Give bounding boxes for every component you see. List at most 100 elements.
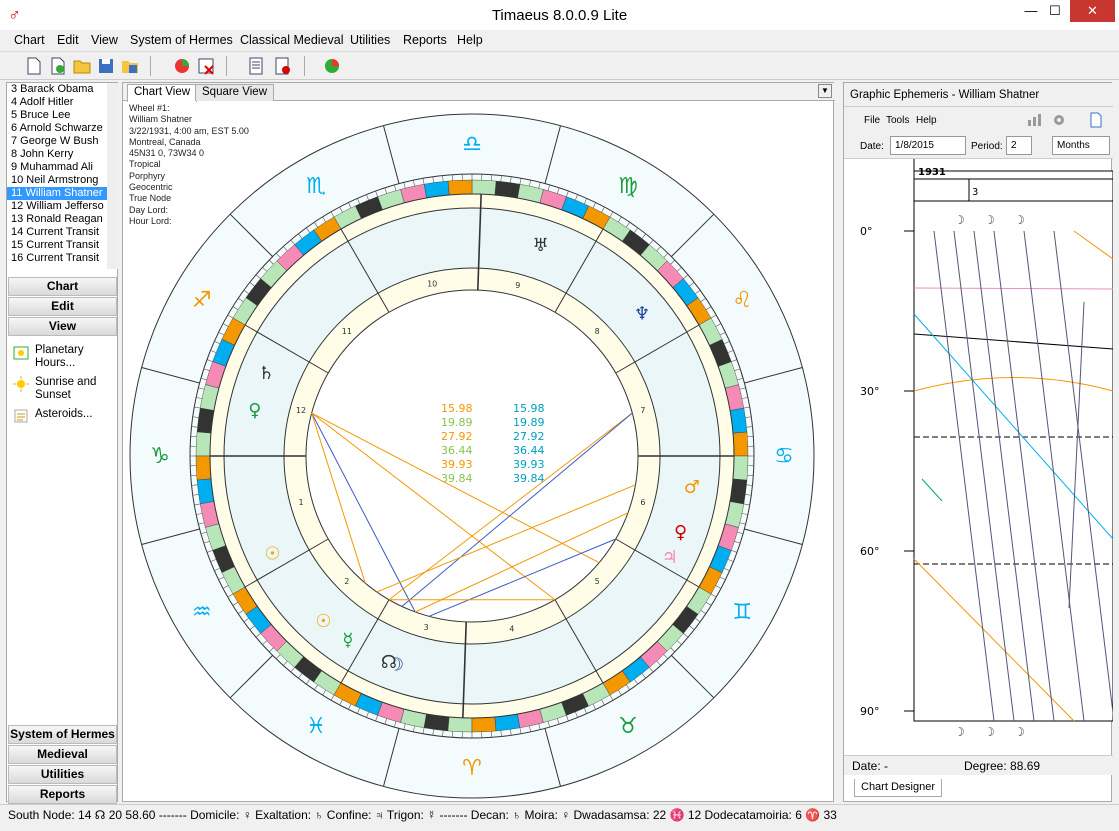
maximize-button[interactable]: ☐ bbox=[1049, 3, 1061, 18]
menu-help[interactable]: Help bbox=[457, 33, 483, 47]
tab-chart-view[interactable]: Chart View bbox=[127, 84, 198, 102]
planet-glyph-icon: ☊ bbox=[381, 652, 397, 673]
new-document-icon[interactable] bbox=[1088, 112, 1104, 128]
period-input[interactable]: 2 bbox=[1006, 136, 1032, 155]
title-bar: ♂ Timaeus 8.0.0.9 Lite — ☐ ✕ bbox=[0, 0, 1119, 30]
degree-tick bbox=[566, 715, 569, 722]
wheel-info-line: Wheel #1: bbox=[129, 103, 170, 113]
asteroids-label: Asteroids... bbox=[35, 408, 93, 420]
degree-tick bbox=[705, 602, 712, 606]
ephemeris-month: 3 bbox=[972, 187, 978, 198]
wheel-info-line: Day Lord: bbox=[129, 204, 169, 215]
degree-tick bbox=[249, 625, 255, 630]
bar-chart-icon[interactable] bbox=[1026, 112, 1044, 128]
period-unit-select[interactable]: Months bbox=[1052, 136, 1110, 155]
wheel-info-line: 45N31 0, 73W34 0 bbox=[129, 148, 205, 159]
chart-list-item[interactable]: 5 Bruce Lee bbox=[11, 109, 71, 121]
degree-tick bbox=[583, 198, 587, 204]
ephemeris-menu-tools[interactable]: Tools bbox=[886, 115, 910, 126]
chart-list-item[interactable]: 6 Arnold Schwarze bbox=[11, 122, 103, 134]
sign-divider bbox=[383, 728, 400, 787]
chart-list-item[interactable]: 4 Adolf Hitler bbox=[11, 96, 74, 108]
remove-list-icon[interactable] bbox=[272, 56, 292, 76]
menu-system-of-hermes[interactable]: System of Hermes bbox=[130, 33, 233, 47]
degree-tick bbox=[330, 694, 335, 701]
chart-list-item[interactable]: 10 Neil Armstrong bbox=[11, 174, 99, 186]
degree-tick bbox=[557, 187, 560, 194]
settings-gear-icon[interactable] bbox=[1050, 112, 1068, 128]
minimize-button[interactable]: — bbox=[1024, 3, 1038, 18]
transit-wheel-icon[interactable] bbox=[322, 56, 342, 76]
section-medieval[interactable]: Medieval bbox=[8, 745, 117, 764]
degree-tick bbox=[200, 377, 207, 381]
folder-icon[interactable] bbox=[72, 56, 92, 76]
degree-tick bbox=[357, 708, 361, 714]
chart-list-item[interactable]: 3 Barack Obama bbox=[11, 83, 94, 95]
menu-classical-medieval[interactable]: Classical Medieval bbox=[240, 33, 344, 47]
menu-utilities[interactable]: Utilities bbox=[350, 33, 391, 47]
degree-tick bbox=[196, 513, 203, 515]
degree-tick bbox=[700, 298, 706, 302]
degree-tick bbox=[724, 341, 730, 345]
menu-edit[interactable]: Edit bbox=[57, 33, 79, 47]
menu-reports[interactable]: Reports bbox=[403, 33, 447, 47]
section-chart[interactable]: Chart bbox=[8, 277, 117, 296]
chart-list-item[interactable]: 8 John Kerry bbox=[11, 148, 74, 160]
delete-chart-icon[interactable] bbox=[196, 56, 216, 76]
sunrise-sunset-label: Sunrise and Sunset bbox=[35, 376, 97, 401]
chart-list-scrollbar[interactable] bbox=[107, 83, 118, 269]
chart-list-item[interactable]: 13 Ronald Reagan bbox=[11, 213, 103, 225]
new-file-icon[interactable] bbox=[24, 56, 44, 76]
date-input[interactable]: 1/8/2015 bbox=[890, 136, 966, 155]
degree-tick bbox=[743, 406, 750, 409]
degree-tick bbox=[592, 703, 596, 710]
degree-tick bbox=[384, 718, 387, 725]
house-cusp bbox=[615, 538, 700, 588]
degree-tick bbox=[283, 246, 288, 252]
ephemeris-menu-help[interactable]: Help bbox=[916, 115, 937, 126]
house-cusp bbox=[615, 324, 700, 374]
menu-chart[interactable]: Chart bbox=[14, 33, 45, 47]
section-reports[interactable]: Reports bbox=[8, 785, 117, 804]
chart-wheel-icon[interactable] bbox=[172, 56, 192, 76]
degree-tick bbox=[633, 227, 638, 233]
chart-list-item[interactable]: 12 William Jefferso bbox=[11, 200, 104, 212]
tab-square-view[interactable]: Square View bbox=[195, 84, 274, 101]
save-as-icon[interactable] bbox=[120, 56, 140, 76]
degree-tick bbox=[322, 689, 326, 696]
section-view[interactable]: View bbox=[8, 317, 117, 336]
chart-list-item[interactable]: 7 George W Bush bbox=[11, 135, 99, 147]
degree-tick bbox=[200, 531, 207, 535]
house-cusp bbox=[462, 621, 468, 718]
chart-list-item[interactable]: 14 Current Transit bbox=[11, 226, 100, 238]
degree-tick bbox=[306, 227, 311, 233]
tab-chart-designer[interactable]: Chart Designer bbox=[854, 779, 942, 797]
save-icon[interactable] bbox=[96, 56, 116, 76]
section-system-of-hermes[interactable]: System of Hermes bbox=[8, 725, 117, 744]
menu-view[interactable]: View bbox=[91, 33, 118, 47]
aspect-value: 39.84 bbox=[441, 472, 473, 485]
zodiac-sign-icon: ♍ bbox=[618, 174, 638, 199]
aspect-line bbox=[311, 412, 366, 584]
chart-list-item[interactable]: 15 Current Transit bbox=[11, 239, 100, 251]
ephemeris-menu-file[interactable]: File bbox=[864, 115, 881, 126]
planet-glyph-icon: ☽ bbox=[388, 655, 404, 676]
chart-list-item[interactable]: 9 Muhammad Ali bbox=[11, 161, 93, 173]
open-chart-icon[interactable] bbox=[48, 56, 68, 76]
chart-tabs: Chart View Square View ▼ bbox=[123, 83, 835, 102]
chart-list-item[interactable]: 11 William Shatner bbox=[7, 187, 107, 200]
list-icon[interactable] bbox=[246, 56, 266, 76]
close-button[interactable]: ✕ bbox=[1070, 0, 1115, 22]
degree-tick bbox=[348, 703, 352, 710]
moon-icon: ☽ bbox=[984, 725, 995, 739]
house-cusp bbox=[554, 228, 604, 313]
sign-divider bbox=[671, 655, 715, 699]
section-utilities[interactable]: Utilities bbox=[8, 765, 117, 784]
chart-list-item[interactable]: 16 Current Transit bbox=[11, 252, 100, 264]
degree-tick bbox=[203, 368, 210, 371]
degree-tick bbox=[191, 484, 198, 486]
section-edit[interactable]: Edit bbox=[8, 297, 117, 316]
tab-dropdown-icon[interactable]: ▼ bbox=[818, 84, 832, 98]
